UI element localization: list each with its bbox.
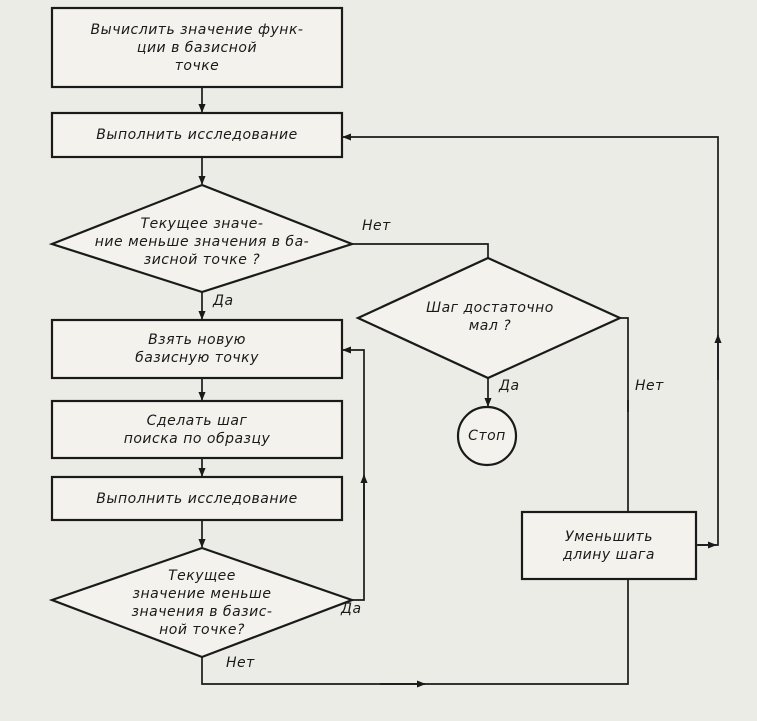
- node-reduce-step-box: [520, 510, 698, 581]
- node-decision-2: Текущее значение меньше значения в базис-н…: [72, 560, 332, 646]
- edge-label-d1-yes: Да: [213, 293, 234, 309]
- label-line: ции в базисной: [136, 39, 258, 56]
- label-line: Взять новую: [148, 332, 246, 348]
- edge-label-d2-yes: Да: [341, 601, 362, 617]
- label-line: значения в базис-: [131, 604, 273, 620]
- label-line: Сделать шаг: [146, 412, 248, 429]
- label-line: Уменьшить: [565, 528, 653, 545]
- edge-label-small-yes: Да: [499, 378, 520, 394]
- label-line: значение меньше: [132, 586, 272, 602]
- edge-decision-2-yes: [342, 346, 365, 601]
- label-line: точке: [174, 57, 220, 74]
- edge-decision-1-no: [352, 243, 489, 258]
- node-stop-circle: [456, 405, 518, 467]
- node-decision-1: Текущее значе-ние меньше значения в ба-з…: [72, 203, 332, 281]
- label-line: Стоп: [468, 428, 506, 444]
- edge-small-no: [620, 317, 629, 412]
- label-line: ной точке?: [159, 622, 245, 638]
- edge-label-small-no: Нет: [635, 378, 664, 394]
- node-step-small: Шаг достаточно мал ?: [390, 290, 590, 344]
- node-pattern-step-box: [50, 399, 344, 460]
- edge-label-d2-no: Нет: [226, 655, 255, 671]
- label-line: поиска по образцу: [123, 430, 271, 447]
- label-line: ние меньше значения в ба-: [94, 234, 310, 250]
- label-line: Выполнить исследование: [96, 490, 298, 507]
- label-line: Выполнить исследование: [96, 127, 298, 143]
- node-compute-base-box: [50, 6, 344, 89]
- label-line: Текущее значе-: [140, 216, 264, 232]
- label-line: Текущее: [168, 568, 236, 584]
- node-explore-2-box: [50, 475, 344, 522]
- label-line: мал ?: [468, 318, 512, 334]
- node-stop: Стоп: [458, 407, 516, 465]
- label-line: Вычислить значение функ-: [90, 21, 304, 38]
- label-line: длину шага: [563, 546, 655, 563]
- label-line: Шаг достаточно: [426, 300, 554, 316]
- node-explore-1: Выполнить исследование: [52, 113, 342, 157]
- node-new-base: Взять новую базисную точку: [52, 320, 342, 378]
- node-new-base-box: [50, 318, 344, 380]
- edge-label-d1-no: Нет: [362, 218, 391, 234]
- label-line: зисной точке ?: [143, 252, 261, 268]
- label-line: базисную точку: [135, 350, 259, 366]
- node-explore-2: Выполнить исследование: [52, 477, 342, 520]
- node-explore-1-box: [50, 111, 344, 159]
